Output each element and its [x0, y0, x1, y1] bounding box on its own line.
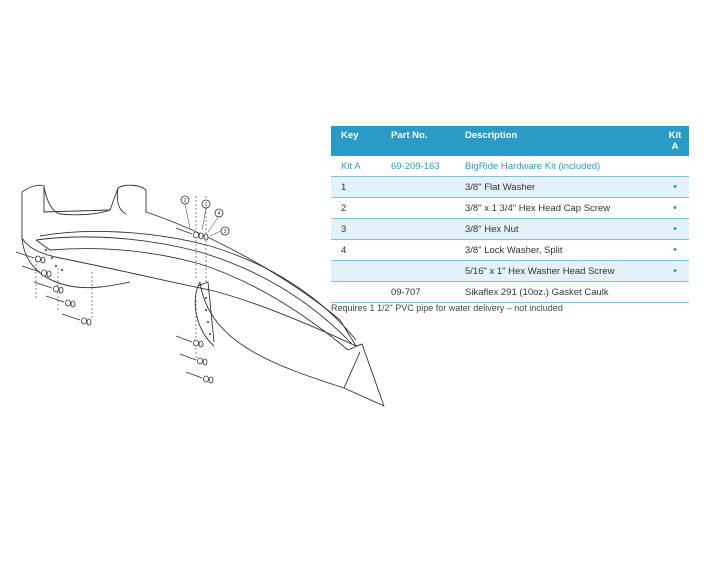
row-part-no: 69-209-163 — [385, 156, 459, 177]
row-kit — [661, 281, 689, 303]
row-part-no: 09-707 — [385, 281, 459, 303]
svg-text:1: 1 — [205, 202, 208, 208]
table-header-row: Key Part No. Description Kit A — [331, 126, 689, 156]
table-row: 09-707 Sikaflex 291 (10oz.) Gasket Caulk — [331, 281, 689, 303]
row-kit: • — [661, 239, 689, 261]
table-row: Kit A 69-209-163 BigRide Hardware Kit (i… — [331, 156, 689, 177]
row-description: 3/8" Flat Washer — [459, 176, 661, 198]
row-part-no — [385, 260, 459, 282]
bolt-set-left — [15, 251, 92, 326]
table-row: 1 3/8" Flat Washer • — [331, 176, 689, 198]
row-description: 3/8" Lock Washer, Split — [459, 239, 661, 261]
row-description: 5/16" x 1" Hex Washer Head Screw — [459, 260, 661, 282]
header-description: Description — [459, 126, 661, 156]
row-part-no — [385, 176, 459, 198]
table-row: 4 3/8" Lock Washer, Split • — [331, 239, 689, 261]
svg-text:4: 4 — [218, 211, 221, 217]
header-kit: Kit A — [661, 126, 689, 156]
row-part-no — [385, 197, 459, 219]
row-description: Sikaflex 291 (10oz.) Gasket Caulk — [459, 281, 661, 303]
bolt-set-lower — [175, 335, 214, 384]
pvc-pipe-note: Requires 1 1/2" PVC pipe for water deliv… — [331, 303, 563, 313]
svg-text:2: 2 — [184, 198, 187, 204]
bolt-set-top — [175, 227, 209, 241]
row-kit: • — [661, 176, 689, 198]
row-key: Kit A — [331, 156, 385, 177]
slide-exit-lip — [343, 343, 385, 407]
row-key: 3 — [331, 218, 385, 240]
header-kit-line2: A — [671, 141, 679, 152]
row-key: 4 — [331, 239, 385, 261]
header-part-no: Part No. — [385, 126, 459, 156]
header-key: Key — [331, 126, 385, 156]
row-part-no — [385, 239, 459, 261]
row-description: BigRide Hardware Kit (included) — [459, 156, 661, 177]
callout-3: 3 — [220, 226, 230, 236]
row-part-no — [385, 218, 459, 240]
row-kit — [661, 156, 689, 177]
slide-upper-section — [21, 184, 357, 347]
table-row: 2 3/8" x 1 3/4" Hex Head Cap Screw • — [331, 197, 689, 219]
table-row: 3 3/8" Hex Nut • — [331, 218, 689, 240]
row-key: 1 — [331, 176, 385, 198]
slide-exploded-diagram: 2 1 4 3 — [15, 184, 385, 407]
row-description: 3/8" Hex Nut — [459, 218, 661, 240]
row-key: 2 — [331, 197, 385, 219]
row-kit: • — [661, 218, 689, 240]
callout-1: 1 — [201, 199, 211, 209]
row-key — [331, 281, 385, 303]
callout-4: 4 — [214, 208, 224, 218]
hardware-parts-table: Key Part No. Description Kit A Kit A 69-… — [331, 126, 689, 303]
table-row: 5/16" x 1" Hex Washer Head Screw • — [331, 260, 689, 282]
svg-text:3: 3 — [224, 229, 227, 235]
header-kit-line1: Kit — [668, 130, 682, 141]
row-kit: • — [661, 197, 689, 219]
row-kit: • — [661, 260, 689, 282]
row-description: 3/8" x 1 3/4" Hex Head Cap Screw — [459, 197, 661, 219]
slide-lower-section — [21, 237, 131, 289]
callout-2: 2 — [180, 195, 190, 205]
row-key — [331, 260, 385, 282]
